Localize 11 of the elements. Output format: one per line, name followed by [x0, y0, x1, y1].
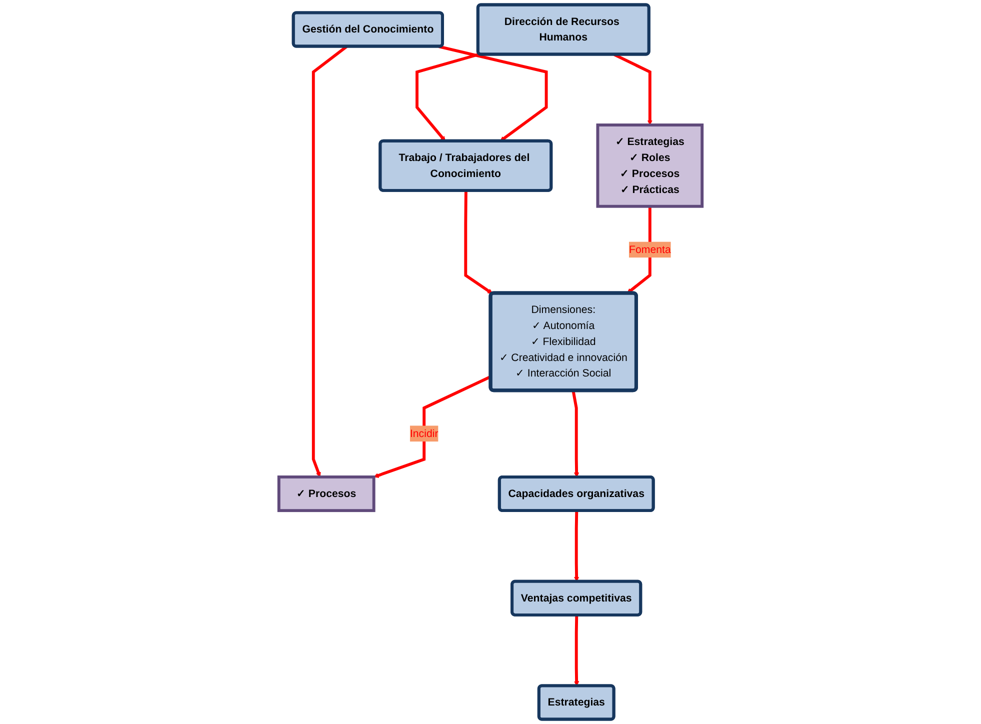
- edge-label: Fomenta: [628, 243, 671, 256]
- node-box: ✓ Estrategias ✓ Roles ✓ Procesos ✓ Prácticas: [596, 124, 704, 208]
- arrow: [464, 190, 493, 294]
- edge-label: Incidir: [410, 427, 438, 440]
- arrow: [438, 45, 548, 142]
- arrow: [312, 45, 348, 478]
- arrow: [572, 390, 580, 478]
- arrow: [574, 615, 580, 686]
- arrow: [574, 510, 580, 582]
- node-box: ✓ Procesos: [277, 475, 376, 512]
- arrow: [614, 53, 652, 126]
